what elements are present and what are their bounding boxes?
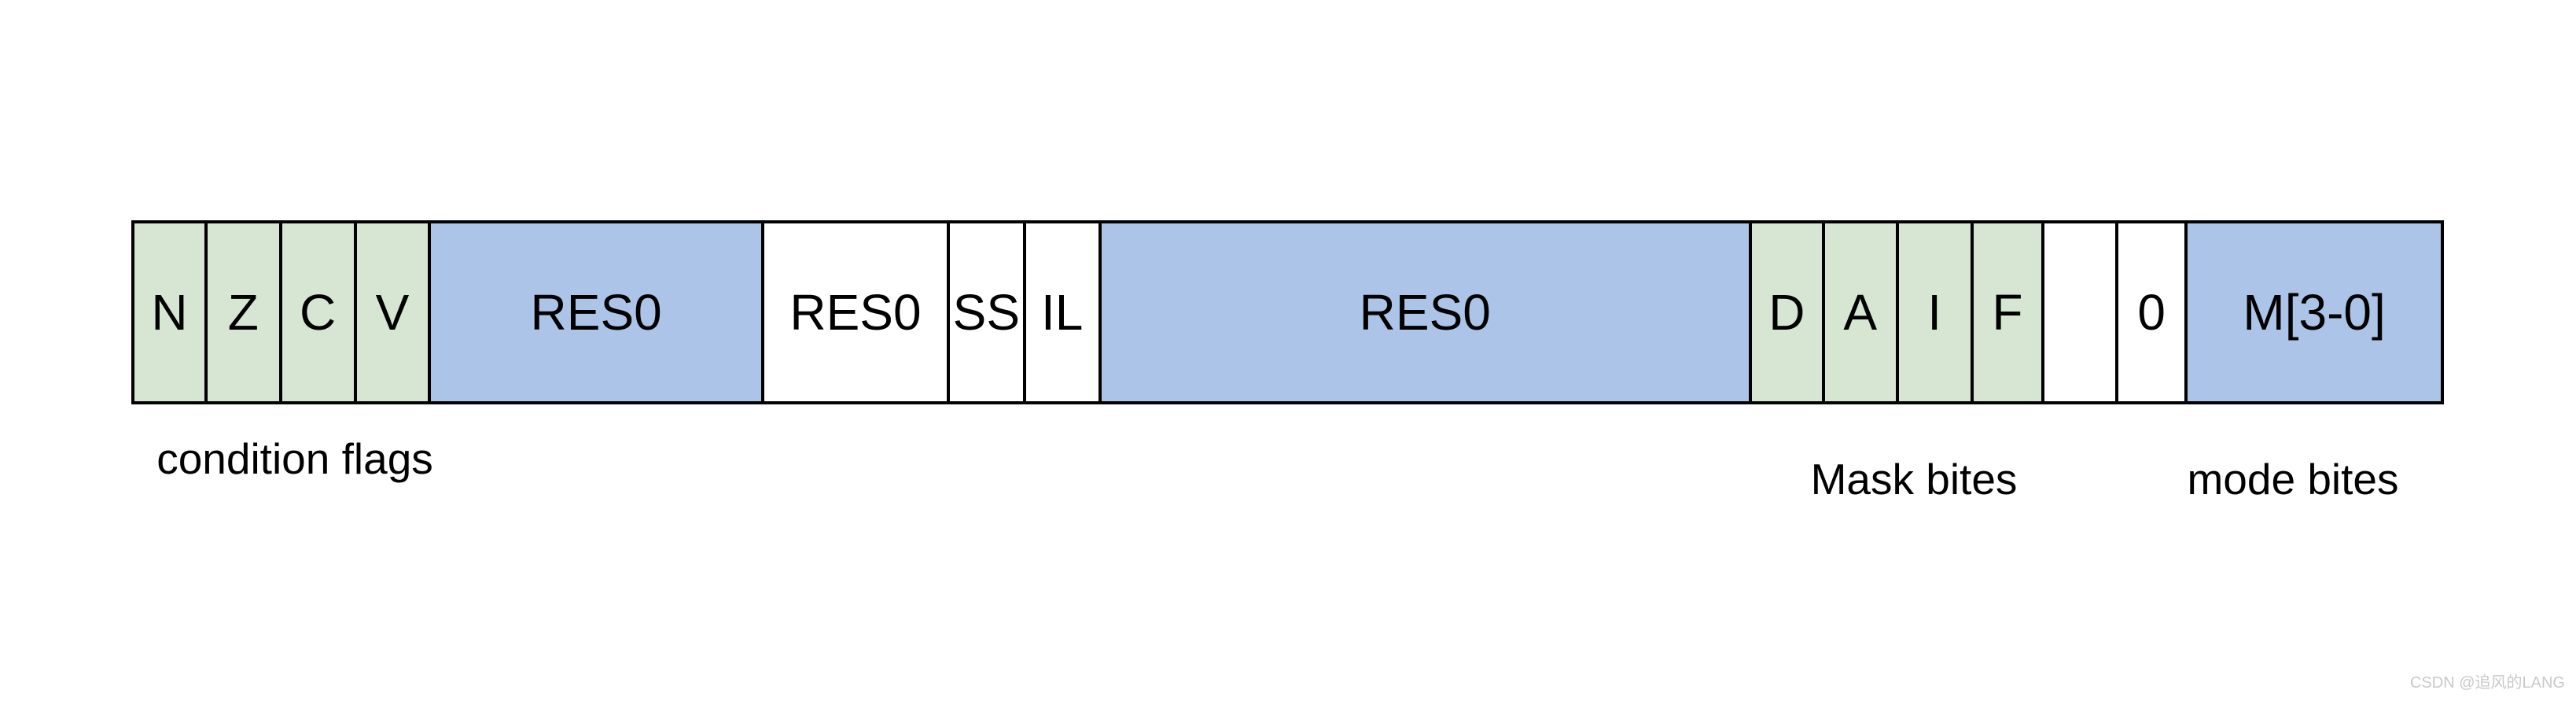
bitfield-cell-z-1: Z [204, 223, 279, 401]
bitfield-cell-label: M[3-0] [2243, 284, 2386, 341]
bitfield-cell-ss-6: SS [946, 223, 1023, 401]
caption-condition-flags: condition flags [156, 434, 433, 483]
bitfield-cell-label: IL [1040, 284, 1084, 341]
bitfield-cell-label: I [1927, 284, 1941, 341]
caption-mode-bits: mode bites [2187, 455, 2399, 504]
bitfield-cell-label: RES0 [1359, 284, 1491, 341]
bitfield-cell-label: A [1843, 284, 1878, 341]
bitfield-cell-label: D [1768, 284, 1805, 341]
bitfield-cell-a-10: A [1821, 223, 1896, 401]
bitfield-cell-label: C [299, 284, 337, 341]
bitfield-cell-blank-13 [2041, 223, 2116, 401]
bitfield-cell-f-12: F [1970, 223, 2042, 401]
bitfield-cell-0-14: 0 [2115, 223, 2185, 401]
bitfield-cell-label: RES0 [789, 284, 922, 341]
bitfield-cell-label: SS [952, 284, 1021, 341]
bitfield-cell-m30-15: M[3-0] [2184, 223, 2441, 401]
bitfield-cell-res0-8: RES0 [1098, 223, 1749, 401]
bitfield-cell-label: Z [227, 284, 259, 341]
bitfield-cell-res0-4: RES0 [428, 223, 761, 401]
bitfield-cell-i-11: I [1895, 223, 1971, 401]
bitfield-cell-label: V [375, 284, 410, 341]
bitfield-cell-d-9: D [1748, 223, 1822, 401]
bitfield-cell-label: RES0 [530, 284, 662, 341]
caption-mask-bits: Mask bites [1810, 455, 2018, 504]
bitfield-cell-il-7: IL [1022, 223, 1098, 401]
bitfield-cell-label: F [1992, 284, 2023, 341]
bitfield-cell-res0-5: RES0 [760, 223, 947, 401]
bitfield-cell-n-0: N [134, 223, 204, 401]
watermark: CSDN @追风的LANG [2410, 674, 2565, 692]
bitfield-cell-label: N [151, 284, 188, 341]
bitfield-cell-c-2: C [278, 223, 354, 401]
bitfield-cell-label: 0 [2137, 284, 2166, 341]
bitfield-cell-v-3: V [353, 223, 429, 401]
